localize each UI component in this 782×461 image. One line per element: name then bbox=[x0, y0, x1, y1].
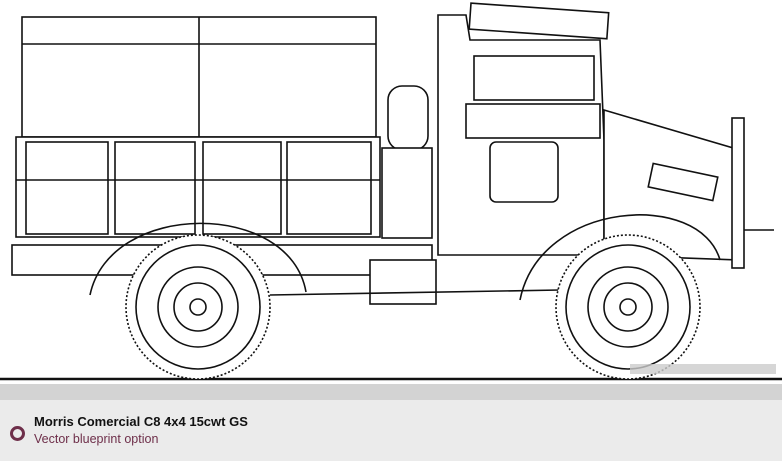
option-radio-button[interactable] bbox=[10, 426, 25, 441]
front-wheel bbox=[555, 234, 701, 380]
cargo-canopy bbox=[21, 16, 377, 138]
watermark bbox=[630, 364, 776, 374]
rear-wheel bbox=[125, 234, 271, 380]
bonnet bbox=[603, 108, 774, 269]
cargo-body bbox=[11, 136, 433, 276]
option-title: Morris Comercial C8 4x4 15cwt GS bbox=[34, 414, 248, 429]
truck-blueprint-image bbox=[0, 2, 782, 381]
rear-fender bbox=[89, 222, 307, 296]
separator-band bbox=[0, 384, 782, 400]
front-fender bbox=[519, 214, 721, 301]
spare-wheel bbox=[381, 85, 433, 239]
cab bbox=[437, 2, 610, 256]
option-panel bbox=[0, 400, 782, 461]
fuel-tank bbox=[369, 259, 437, 305]
option-subtitle: Vector blueprint option bbox=[34, 432, 159, 446]
